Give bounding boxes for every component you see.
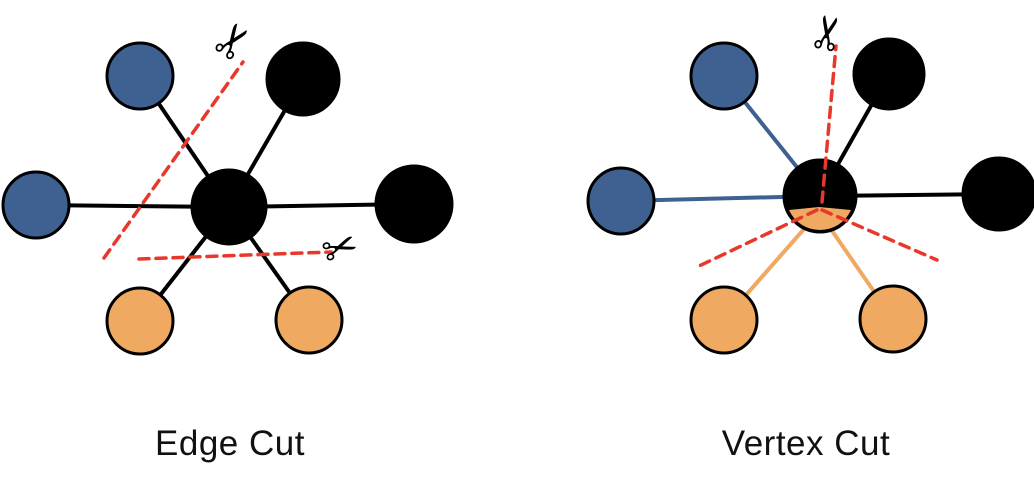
edge-cut-center-node	[190, 168, 268, 246]
vertex-cut-cut-line-1	[820, 44, 838, 204]
vertex-cut-node-orange-bottom-left	[689, 285, 759, 355]
vertex-cut-scissors-icon-1: ✂	[798, 9, 859, 58]
edge-cut-node-black-right	[374, 164, 454, 244]
vertex-cut-center-wedge	[789, 207, 851, 231]
vertex-cut-node-black-top-right	[852, 37, 926, 111]
edge-cut-scissors-icon-1: ✂	[200, 10, 266, 73]
vertex-cut-node-blue-left	[586, 166, 656, 236]
vertex-cut-node-black-right	[961, 156, 1034, 232]
vertex-cut-node-orange-bottom-right	[858, 284, 928, 354]
edge-cut-scissors-icon-2: ✂	[315, 219, 365, 277]
edge-cut-node-black-top-right	[265, 41, 341, 117]
vertex-cut-cut-line-2	[695, 208, 819, 269]
edge-cut-cut-line-1	[102, 60, 245, 260]
vertex-cut-cut-line-3	[820, 208, 939, 262]
edge-cut-node-orange-bottom-left	[105, 286, 175, 356]
edge-cut-node-blue-left	[1, 170, 71, 240]
edge-cut-cut-line-2	[137, 250, 333, 261]
edge-cut-caption: Edge Cut	[155, 424, 305, 463]
edge-cut-node-orange-bottom-right	[274, 285, 344, 355]
vertex-cut-node-blue-top-left	[689, 41, 759, 111]
edge-cut-node-blue-top-left	[105, 41, 175, 111]
vertex-cut-caption: Vertex Cut	[721, 424, 891, 463]
